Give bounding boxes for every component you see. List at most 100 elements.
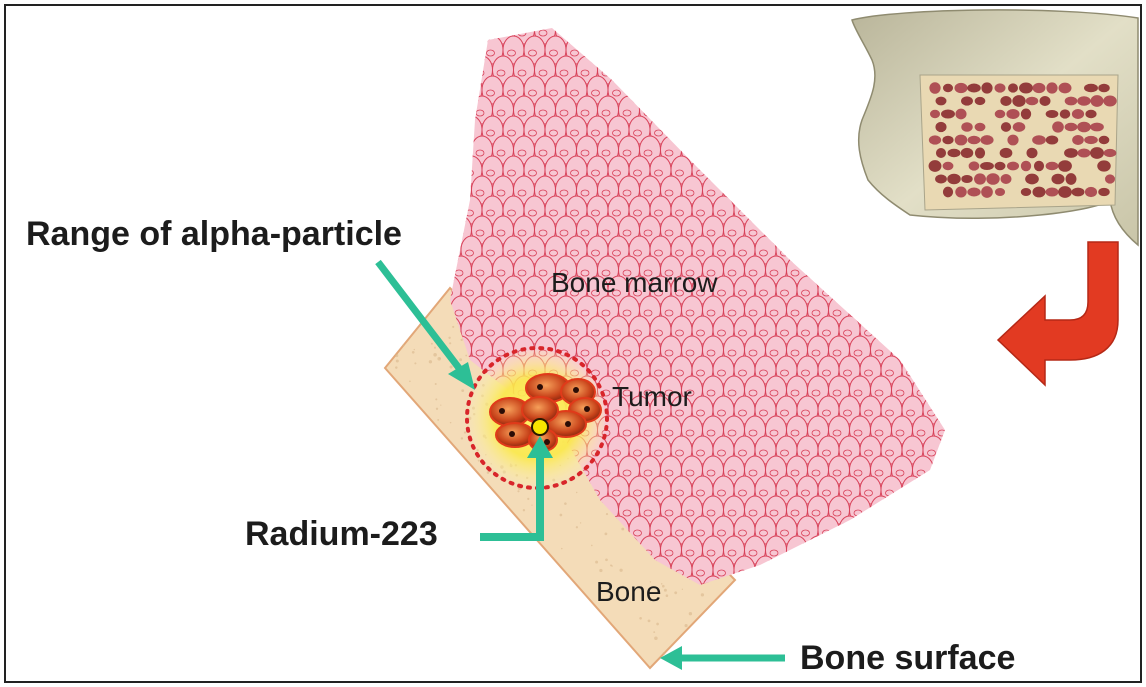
marrow-cell xyxy=(671,76,692,104)
marrow-cell xyxy=(808,216,829,244)
marrow-cell xyxy=(965,556,986,584)
marrow-cell xyxy=(640,56,661,84)
marrow-cell xyxy=(713,116,734,144)
marrow-cell xyxy=(892,216,913,244)
marrow-cell xyxy=(745,96,766,124)
marrow-cell xyxy=(808,16,829,44)
marrow-cell xyxy=(692,76,713,104)
marrow-cell xyxy=(965,276,986,304)
marrow-cell xyxy=(440,516,461,544)
marrow-cell xyxy=(860,516,881,544)
marrow-cell xyxy=(766,56,787,84)
marrow-cell xyxy=(713,156,734,184)
marrow-cell xyxy=(965,356,986,384)
marrow-cell xyxy=(923,476,944,504)
marrow-cell xyxy=(871,536,892,564)
marrow-cell xyxy=(682,96,703,124)
marrow-cell xyxy=(692,36,713,64)
marrow-cell xyxy=(713,76,734,104)
marrow-cell xyxy=(934,576,955,604)
marrow-cell xyxy=(566,596,587,624)
marrow-cell xyxy=(829,576,850,604)
marrow-cell xyxy=(808,56,829,84)
tumor-cell xyxy=(496,423,534,447)
marrow-cell xyxy=(913,576,934,604)
marrow-cell xyxy=(829,216,850,244)
marrow-cell xyxy=(923,276,944,304)
marrow-cell xyxy=(955,256,976,284)
marrow-cell xyxy=(892,536,913,564)
marrow-cell xyxy=(965,236,986,264)
marrow-cell xyxy=(871,216,892,244)
marrow-cell xyxy=(818,76,839,104)
marrow-cell xyxy=(787,176,808,204)
marrow-cell xyxy=(944,356,965,384)
marrow-cell xyxy=(850,576,871,604)
marrow-cell xyxy=(818,36,839,64)
marrow-cell xyxy=(839,596,860,624)
marrow-cell xyxy=(818,236,839,264)
marrow-cell xyxy=(839,196,860,224)
marrow-cell xyxy=(577,16,598,44)
marrow-cell xyxy=(955,216,976,244)
marrow-cell xyxy=(451,576,472,604)
marrow-cell xyxy=(944,476,965,504)
marrow-cell xyxy=(451,496,472,524)
marrow-cell xyxy=(724,56,745,84)
marrow-cell xyxy=(808,536,829,564)
marrow-cell xyxy=(881,476,902,504)
marrow-cell xyxy=(776,76,797,104)
marrow-cell xyxy=(755,76,776,104)
marrow-cell xyxy=(913,456,934,484)
marrow-cell xyxy=(944,556,965,584)
marrow-cell xyxy=(503,596,524,624)
marrow-cell xyxy=(682,56,703,84)
marrow-cell xyxy=(430,456,451,484)
marrow-cell xyxy=(703,136,724,164)
marrow-cell xyxy=(955,376,976,404)
marrow-cell xyxy=(797,556,818,584)
marrow-cell xyxy=(923,316,944,344)
marrow-cell xyxy=(934,296,955,324)
marrow-cell xyxy=(850,256,871,284)
marrow-cell xyxy=(661,56,682,84)
marrow-cell xyxy=(745,576,766,604)
marrow-cell xyxy=(923,516,944,544)
marrow-cell xyxy=(440,156,461,184)
marrow-cell xyxy=(913,536,934,564)
marrow-cell xyxy=(934,456,955,484)
marrow-cell xyxy=(755,196,776,224)
marrow-cell xyxy=(902,516,923,544)
marrow-cell xyxy=(902,596,923,624)
bone-surface-label: Bone surface xyxy=(800,639,1015,677)
marrow-cell xyxy=(640,16,661,44)
marrow-cell xyxy=(745,176,766,204)
marrow-cell xyxy=(430,216,451,244)
marrow-cell xyxy=(619,56,640,84)
marrow-cell xyxy=(871,496,892,524)
marrow-cell xyxy=(524,556,545,584)
marrow-cell xyxy=(839,76,860,104)
marrow-cell xyxy=(451,16,472,44)
marrow-cell xyxy=(892,256,913,284)
radium-label: Radium-223 xyxy=(245,515,438,553)
marrow-cell xyxy=(913,336,934,364)
marrow-cell xyxy=(850,536,871,564)
marrow-cell xyxy=(734,76,755,104)
marrow-cell xyxy=(860,556,881,584)
marrow-cell xyxy=(871,256,892,284)
marrow-cell xyxy=(734,36,755,64)
marrow-cell xyxy=(944,436,965,464)
marrow-cell xyxy=(944,316,965,344)
bone-label: Bone xyxy=(596,576,661,607)
marrow-cell xyxy=(923,236,944,264)
marrow-cell xyxy=(482,596,503,624)
marrow-cell xyxy=(881,596,902,624)
marrow-cell xyxy=(461,596,482,624)
marrow-cell xyxy=(850,216,871,244)
marrow-cell xyxy=(430,256,451,284)
marrow-cell xyxy=(461,476,482,504)
marrow-cell xyxy=(703,56,724,84)
marrow-cell xyxy=(818,556,839,584)
